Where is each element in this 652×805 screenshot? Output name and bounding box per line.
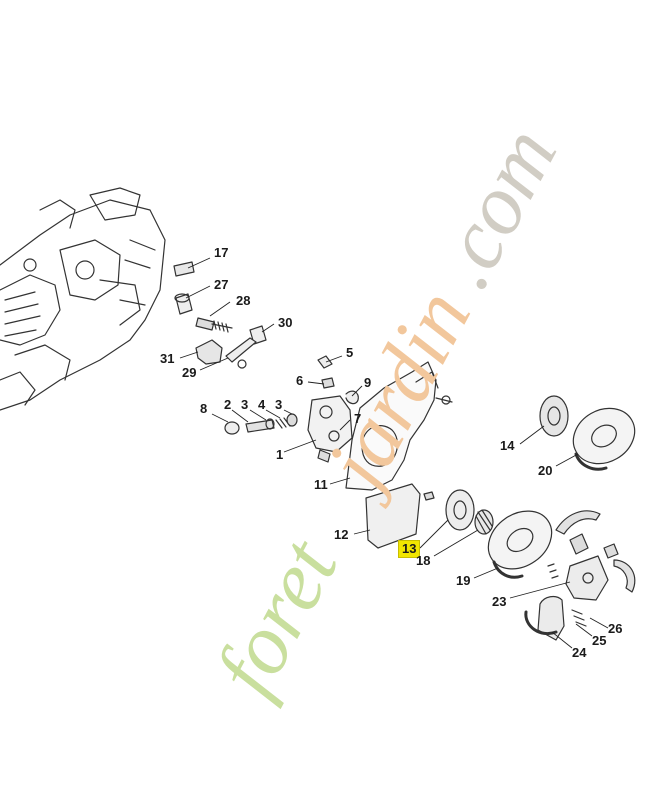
part-27-plug [174,293,193,315]
part-11-cover [345,361,453,491]
callout-31: 31 [160,351,175,366]
callout-30: 30 [278,315,293,330]
leader-lines [179,257,609,649]
callout-5: 5 [346,345,354,360]
callout-14: 14 [500,438,515,453]
callout-19: 19 [456,573,471,588]
callout-17: 17 [214,245,229,260]
callout-7: 7 [354,411,362,426]
callout-1: 1 [276,447,284,462]
part-31-grip [195,339,223,365]
watermark-com-text: .com [413,112,575,303]
clutch-shoes [524,510,636,641]
callout-28: 28 [236,293,251,308]
part-28-screw [195,317,233,333]
callout-25: 25 [592,633,607,648]
callout-27: 27 [214,277,229,292]
callout-24: 24 [572,645,587,660]
watermark-foret-text: foret [196,523,357,711]
callout-26: 26 [608,621,623,636]
part-13-sprocket [445,489,475,531]
callout-3: 3 [241,397,249,412]
callout-18: 18 [416,553,431,568]
callout-11: 11 [314,477,328,492]
callout-6: 6 [296,373,304,388]
callout-8: 8 [200,401,208,416]
callout-4: 4 [258,397,266,412]
callout-3-second: 3 [275,397,283,412]
adjuster-row [224,413,298,435]
watermark-logo: foret jardin .com [196,112,575,710]
engine-block [0,187,166,411]
callout-12: 12 [334,527,349,542]
callout-20: 20 [538,463,553,478]
part-20-drum [572,407,636,471]
callout-23: 23 [492,594,507,609]
part-12-plate [365,483,421,549]
part-29-lever [225,337,257,369]
callout-13-highlighted: 13 [398,540,421,558]
part-18-needle-cage [474,509,494,535]
part-17-pad [173,261,195,277]
oil-pump-assembly [307,355,359,463]
callout-2: 2 [224,397,232,412]
callout-9: 9 [364,375,372,390]
part-14-rim [539,395,569,437]
part-19-clutch-drum [487,510,553,579]
callout-29: 29 [182,365,197,380]
watermark-jardin-text: jardin [302,274,489,511]
